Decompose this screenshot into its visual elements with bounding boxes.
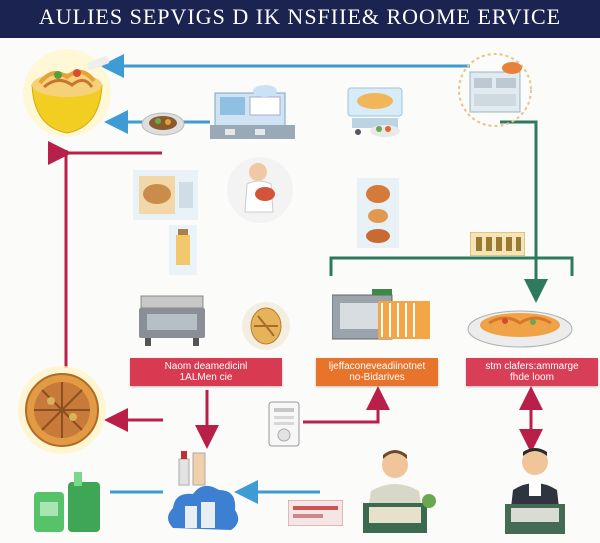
container-icon [169, 225, 197, 275]
staff-person-icon [363, 450, 436, 533]
flow-label-3-line2: fhde loom [510, 372, 554, 383]
flow-label-1: Naom deamedicinl 1ALMen cie [130, 358, 282, 386]
serving-station-icon [139, 295, 205, 346]
flow-label-3-line1: stm clafers:ammarge [485, 361, 579, 372]
arrow-green-bar [329, 256, 574, 276]
pasta-platter-icon [467, 310, 573, 348]
chef-cooking-icon [227, 157, 293, 223]
cloud-server-icon [168, 485, 239, 530]
chef-person-icon [505, 448, 565, 534]
meal-tray-icon [133, 170, 198, 220]
flow-label-2-line2: no-Bidarives [349, 372, 405, 383]
flow-label-2-line1: ljeffaconeveadiinotnet [328, 361, 426, 372]
food-plate-icon [141, 112, 185, 136]
page-title: AULIES SEPVIGS D IK NSFIIE& ROOME ERVICE [38, 4, 562, 29]
flow-label-2: ljeffaconeveadiinotnet no-Bidarives [316, 358, 438, 386]
condiment-icon [178, 451, 206, 486]
kitchen-counter-icon [210, 85, 295, 139]
flow-label-1-line1: Naom deamedicinl [164, 361, 248, 372]
oven-machine-icon [332, 289, 430, 340]
noodle-bowl-icon [23, 49, 111, 137]
bread-dish-icon [242, 302, 290, 350]
order-slip-icon [288, 500, 343, 526]
green-device-icon [34, 472, 100, 532]
salad-bowl-icon [370, 125, 400, 137]
menu-tag-icon [470, 232, 525, 256]
dessert-display-icon [357, 178, 399, 248]
arrow-green-right [500, 120, 548, 303]
flow-label-3: stm clafers:ammarge fhde loom [466, 358, 598, 386]
title-banner: AULIES SEPVIGS D IK NSFIIE& ROOME ERVICE [0, 0, 600, 38]
menu-panel-icon [458, 53, 532, 127]
pizza-icon [18, 366, 106, 454]
arrow-doc-to-label2 [303, 386, 390, 424]
document-icon [268, 401, 300, 447]
flow-label-1-line2: 1ALMen cie [179, 372, 233, 383]
